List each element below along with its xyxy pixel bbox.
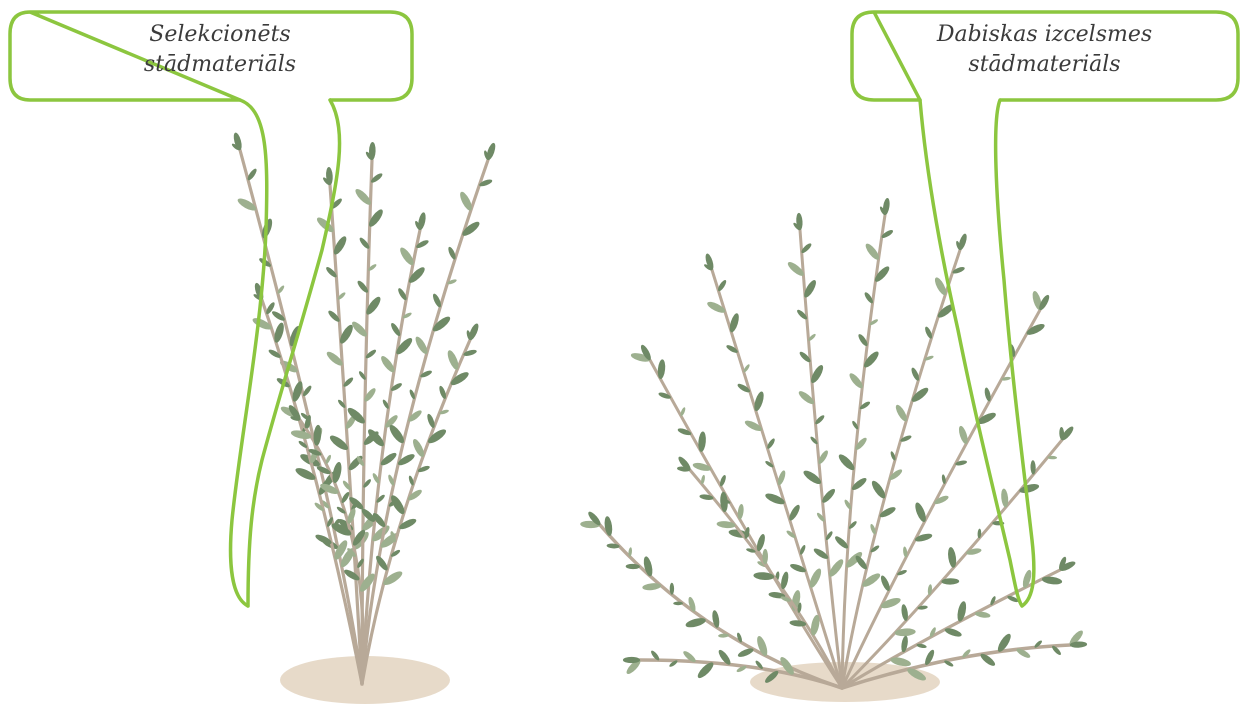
upright-shrub-icon	[231, 132, 497, 684]
left-callout-line-2: stādmateriāls	[40, 50, 400, 80]
spreading-shrub-icon	[580, 198, 1087, 688]
leaf-icon	[755, 635, 769, 657]
leaf-icon	[787, 503, 801, 522]
leaf-icon	[673, 602, 683, 606]
branch-stem	[712, 270, 842, 688]
leaf-icon	[413, 335, 429, 356]
leaf-icon	[966, 547, 982, 556]
right-callout-line-2: stādmateriāls	[862, 50, 1227, 80]
right-callout-label: Dabiskas izcelsmes stādmateriāls	[862, 20, 1227, 80]
leaf-icon	[1047, 456, 1057, 460]
leaf-icon	[232, 132, 243, 151]
leaf-icon	[870, 479, 888, 500]
leaf-icon	[642, 556, 654, 578]
leaf-icon	[762, 549, 768, 565]
leaf-icon	[458, 190, 474, 212]
leaf-icon	[603, 516, 613, 537]
leaf-icon	[623, 657, 640, 663]
leaf-icon	[704, 253, 715, 271]
leaf-icon	[879, 574, 891, 592]
leaf-icon	[894, 403, 909, 423]
left-callout-label: Selekcionēts stādmateriāls	[40, 20, 400, 80]
right-callout-line-1: Dabiskas izcelsmes	[862, 20, 1227, 50]
leaf-icon	[677, 427, 692, 437]
branch-stem	[842, 215, 885, 688]
left-callout-line-1: Selekcionēts	[40, 20, 400, 50]
leaf-icon	[1018, 482, 1040, 494]
leaf-icon	[387, 423, 406, 445]
leaf-icon	[807, 567, 823, 589]
branch-stem	[362, 160, 488, 684]
leaf-icon	[687, 596, 697, 613]
branch-stem	[262, 300, 362, 684]
branch-stem	[240, 150, 362, 684]
